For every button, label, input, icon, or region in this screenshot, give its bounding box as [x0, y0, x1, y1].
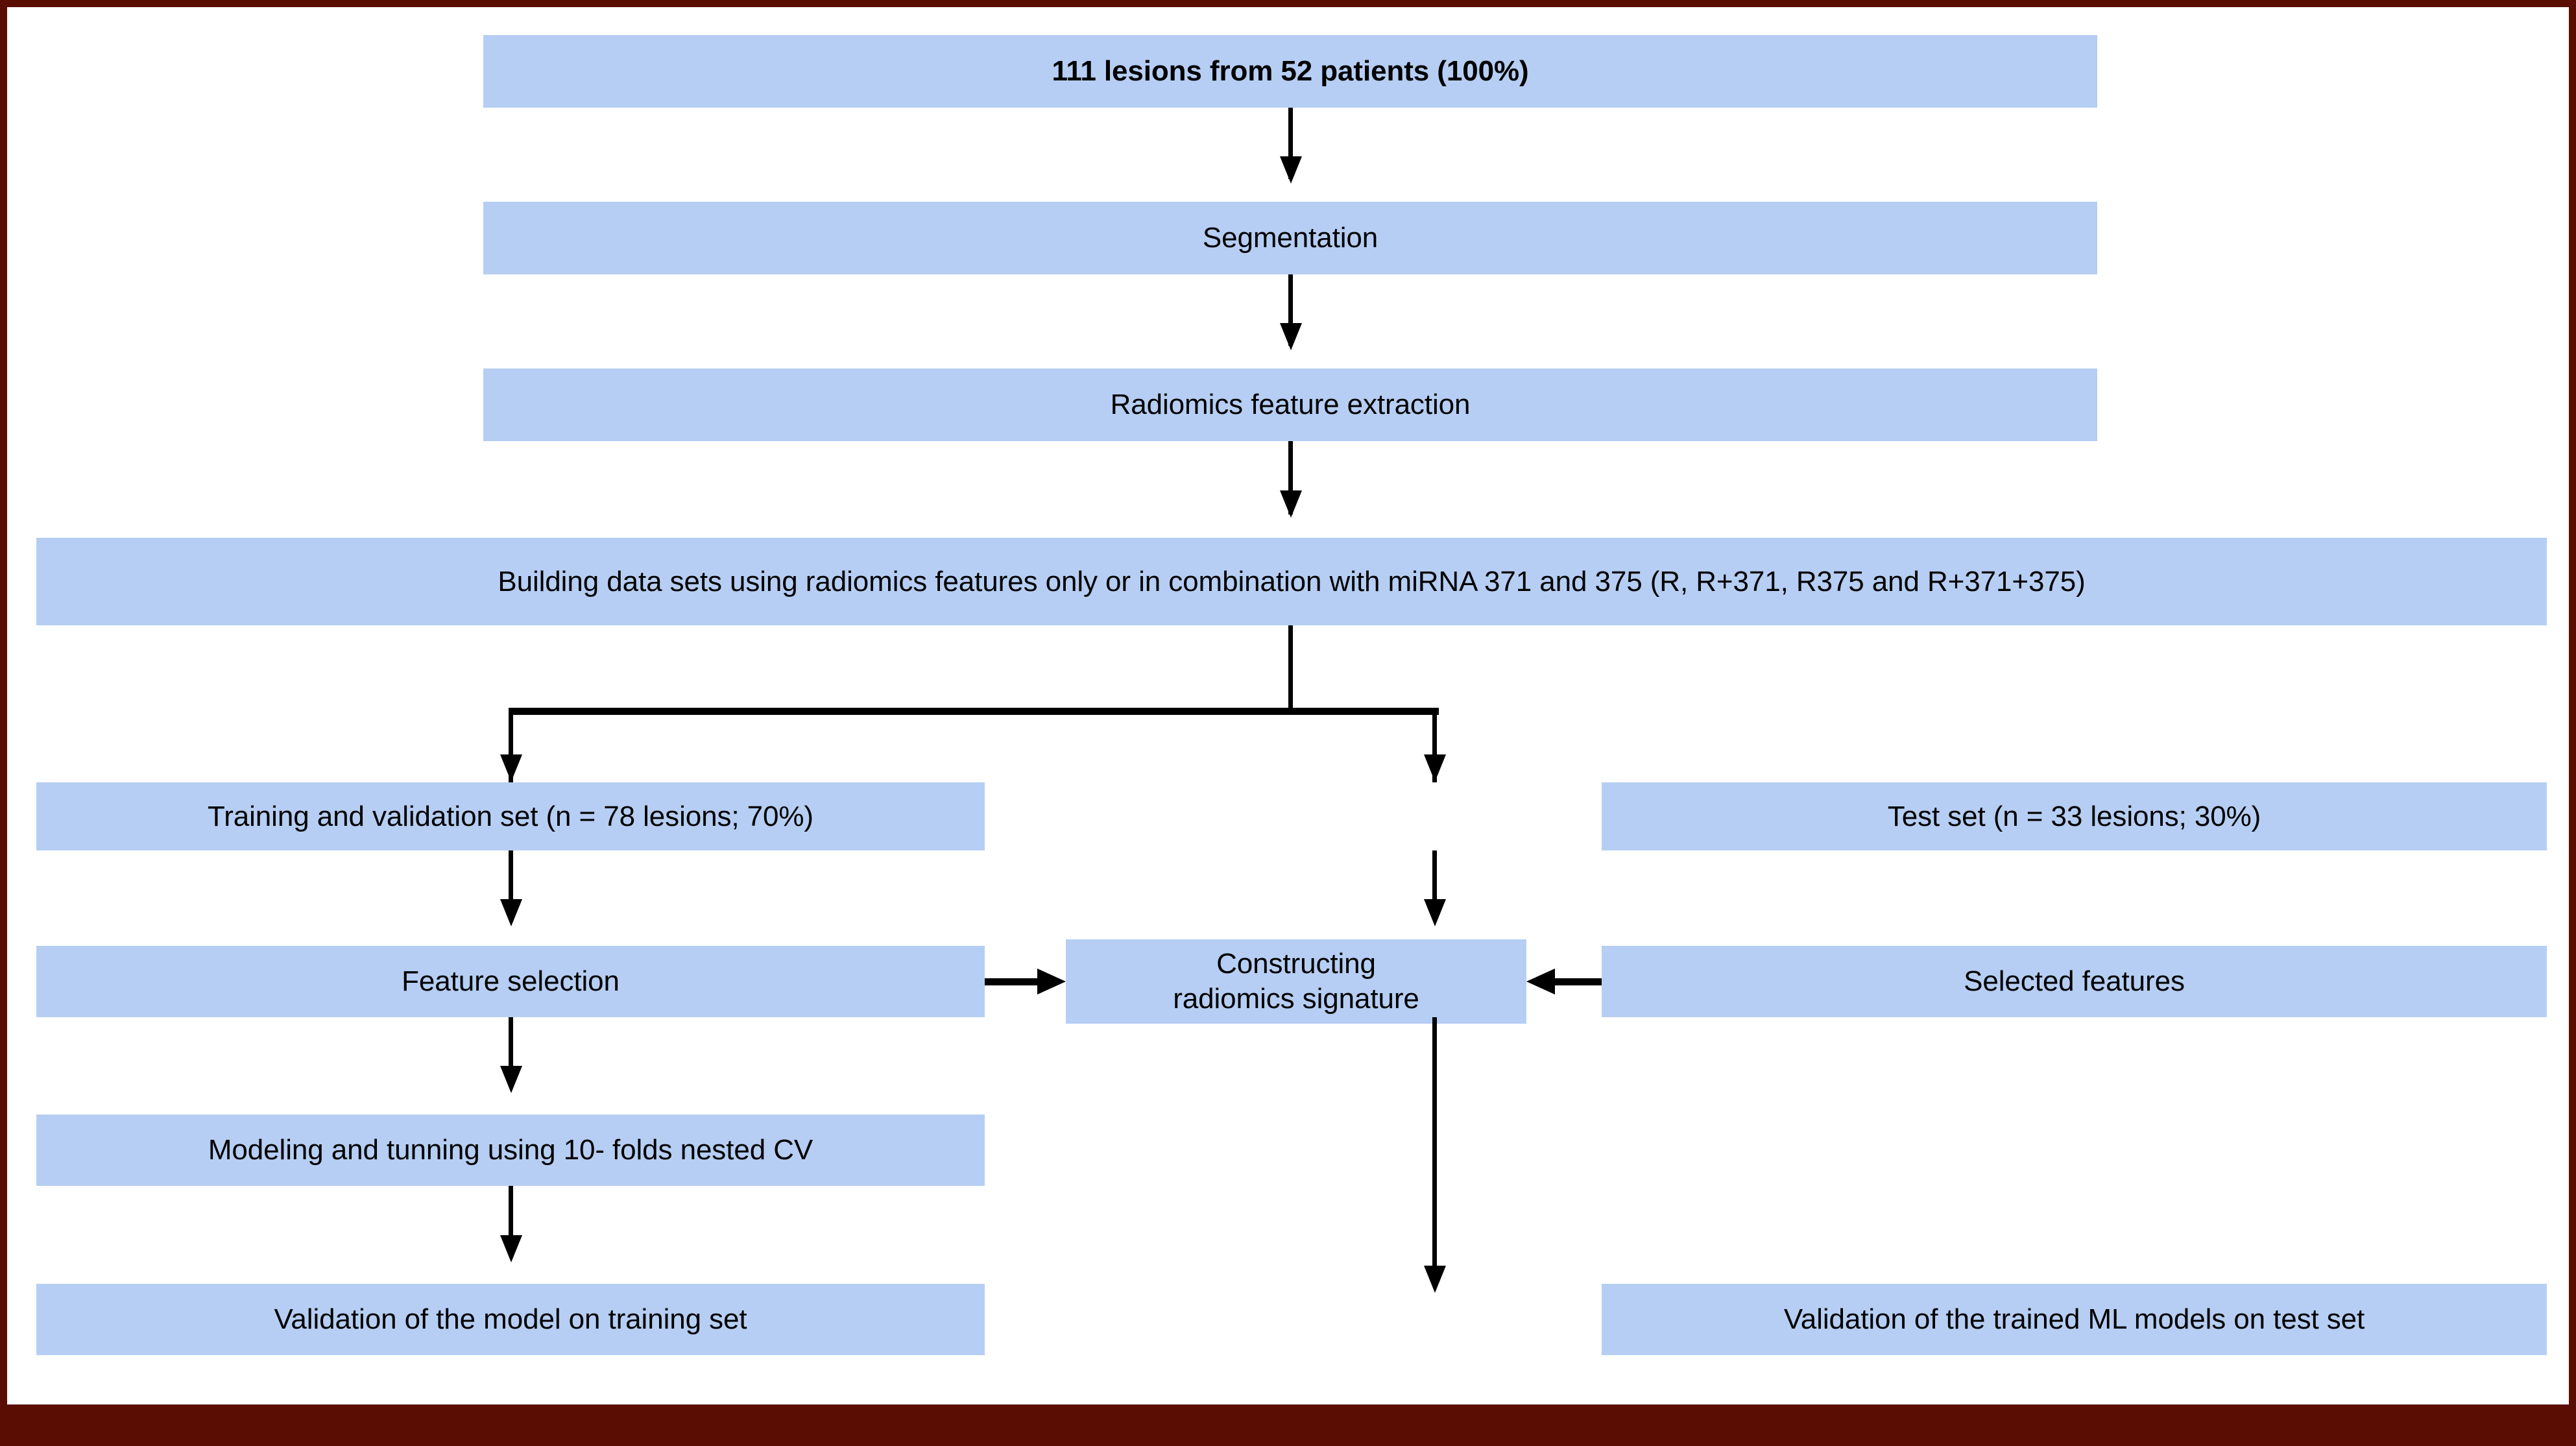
node-cohort-label: 111 lesions from 52 patients (100%)	[1052, 55, 1529, 88]
connector-selected-signature-arrow	[1526, 969, 1555, 994]
node-signature-label-line1: Constructing	[1216, 948, 1376, 980]
node-feature-extraction-label: Radiomics feature extraction	[1110, 389, 1471, 421]
connector-selected-validation-arrow	[1424, 1266, 1446, 1293]
connector-split-right-arrow	[1424, 754, 1446, 782]
node-modeling-label: Modeling and tunning using 10- folds nes…	[208, 1134, 813, 1166]
connector-training-selection-arrow	[500, 899, 522, 926]
connector-selection-signature-arrow	[1037, 969, 1066, 994]
connector-segmentation-extraction-arrow	[1280, 323, 1302, 350]
node-signature-label-line2: radiomics signature	[1173, 983, 1419, 1015]
node-test-set: Test set (n = 33 lesions; 30%)	[1602, 782, 2547, 850]
connector-split-left-drop	[509, 711, 513, 782]
node-validation-test: Validation of the trained ML models on t…	[1602, 1284, 2547, 1355]
connector-selected-signature-line	[1555, 978, 1602, 985]
flowchart-canvas: 111 lesions from 52 patients (100%) Segm…	[7, 7, 2569, 1404]
node-validation-test-label: Validation of the trained ML models on t…	[1783, 1303, 2365, 1336]
connector-split-bar	[509, 708, 1439, 715]
connector-split-stem	[1288, 625, 1293, 711]
connector-selection-modeling-arrow	[500, 1066, 522, 1093]
node-cohort: 111 lesions from 52 patients (100%)	[483, 35, 2097, 108]
node-selected-features: Selected features	[1602, 946, 2547, 1017]
node-test-set-label: Test set (n = 33 lesions; 30%)	[1887, 800, 2261, 832]
node-selected-features-label: Selected features	[1964, 965, 2185, 998]
connector-extraction-dataset-arrow	[1280, 490, 1302, 518]
node-dataset-building: Building data sets using radiomics featu…	[36, 538, 2547, 625]
connector-modeling-validation-line	[509, 1186, 513, 1254]
connector-split-right-drop	[1432, 711, 1437, 782]
node-dataset-building-label: Building data sets using radiomics featu…	[498, 565, 2086, 597]
connector-cohort-segmentation-line	[1288, 108, 1293, 179]
connector-segmentation-extraction-line	[1288, 274, 1293, 346]
node-feature-extraction: Radiomics feature extraction	[483, 368, 2097, 441]
node-feature-selection-label: Feature selection	[402, 965, 620, 998]
node-feature-selection: Feature selection	[36, 946, 985, 1017]
node-training-set-label: Training and validation set (n = 78 lesi…	[208, 800, 813, 832]
connector-training-selection-line	[509, 850, 513, 915]
node-validation-training: Validation of the model on training set	[36, 1284, 985, 1355]
connector-selection-signature-line	[985, 978, 1040, 985]
connector-modeling-validation-arrow	[500, 1235, 522, 1262]
connector-test-selected-arrow	[1424, 899, 1446, 926]
node-segmentation: Segmentation	[483, 202, 2097, 274]
connector-extraction-dataset-line	[1288, 441, 1293, 514]
connector-test-selected-line	[1432, 850, 1437, 915]
connector-split-left-arrow	[500, 754, 522, 782]
node-training-set: Training and validation set (n = 78 lesi…	[36, 782, 985, 850]
node-segmentation-label: Segmentation	[1202, 222, 1378, 254]
connector-selection-modeling-line	[509, 1017, 513, 1085]
connector-cohort-segmentation-arrow	[1280, 156, 1302, 184]
connector-selected-validation-line	[1432, 1017, 1437, 1286]
node-modeling: Modeling and tunning using 10- folds nes…	[36, 1115, 985, 1186]
node-constructing-signature: Constructing radiomics signature	[1066, 939, 1526, 1024]
node-validation-training-label: Validation of the model on training set	[274, 1303, 747, 1336]
